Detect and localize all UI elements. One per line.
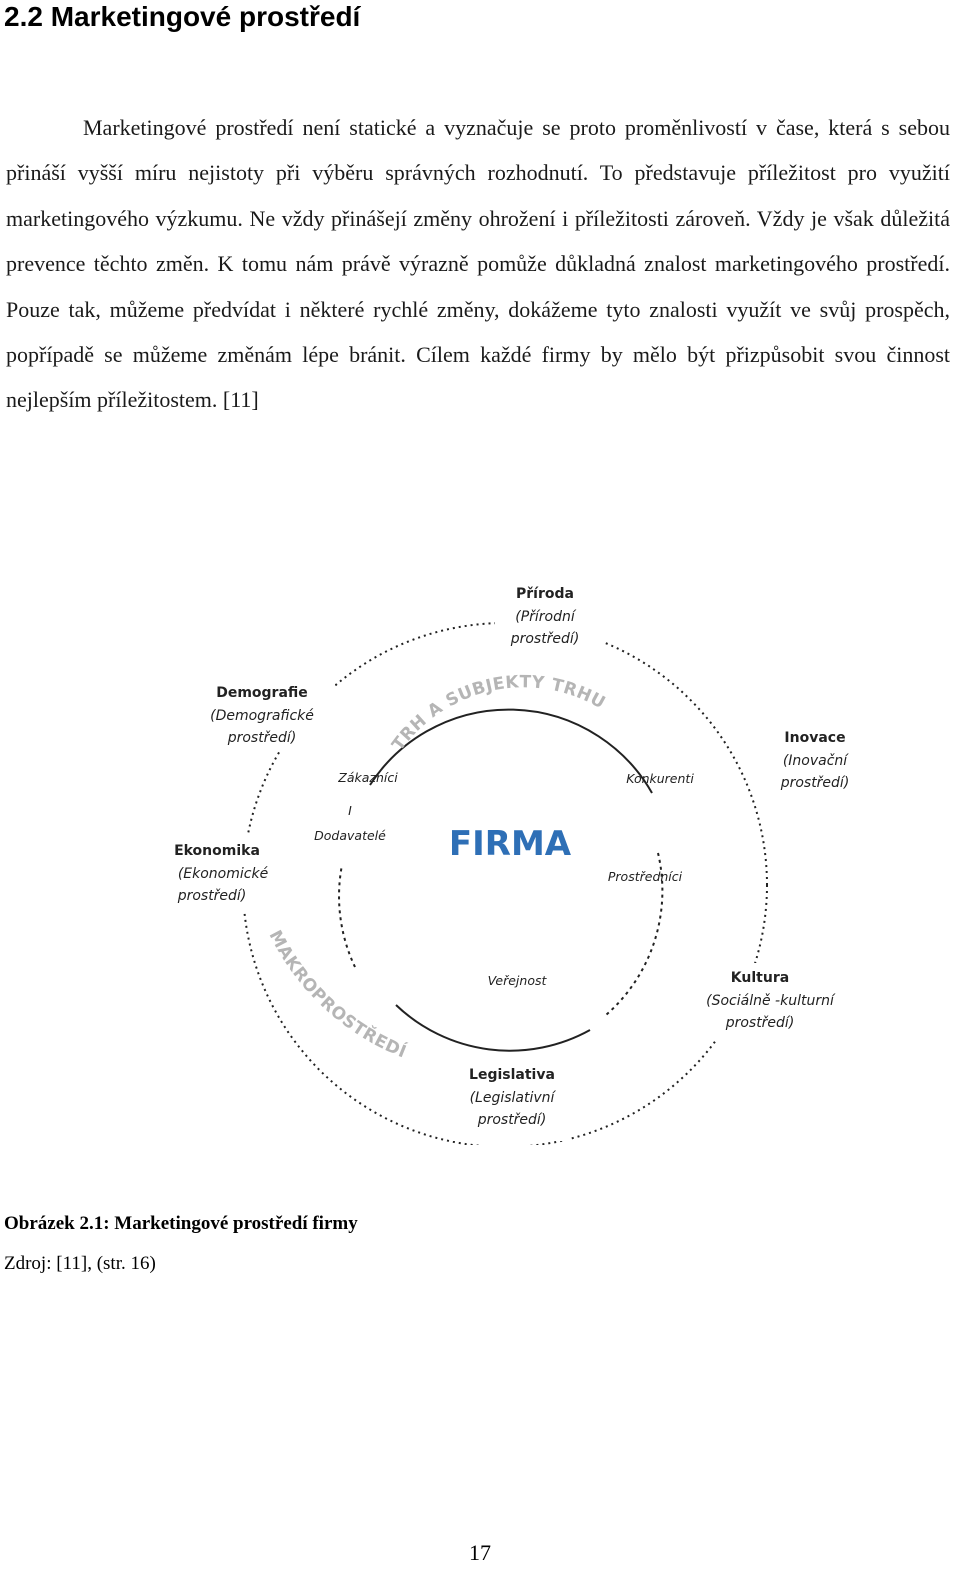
outer-ring-label: MAKROPROSTŘEDÍ — [265, 927, 410, 1062]
factor-kultura: Kultura (Sociálně -kulturní prostředí) — [706, 970, 836, 1031]
factor-priroda: Příroda (Přírodní prostředí) — [510, 586, 580, 647]
factor-inovace: Inovace (Inovační prostředí) — [780, 730, 850, 791]
subject-verejnost: Veřejnost — [488, 973, 548, 988]
factor-ekonomika: Ekonomika (Ekonomické prostředí) — [174, 843, 268, 904]
inner-ring-arc-top — [369, 708, 653, 794]
factor-subtitle: (Ekonomické — [178, 866, 269, 882]
factor-legislativa: Legislativa (Legislativní prostředí) — [469, 1067, 556, 1128]
inner-ring-arc-left — [338, 864, 356, 968]
subject-konkurenti: Konkurenti — [626, 771, 694, 786]
subject-zakaznici: Zákazníci — [337, 770, 398, 785]
factor-subtitle: prostředí) — [477, 1112, 547, 1128]
inner-ring-arc-bottom — [395, 1004, 591, 1052]
marketing-environment-diagram: TRH A SUBJEKTY TRHU MAKROPROSTŘEDÍ FIRMA… — [150, 565, 850, 1145]
factor-demografie: Demografie (Demografické prostředí) — [210, 685, 314, 746]
factor-subtitle: prostředí) — [510, 631, 580, 647]
factor-subtitle: prostředí) — [780, 775, 850, 791]
inner-ring-arc-right — [605, 852, 664, 1016]
subject-prostrednici: Prostředníci — [608, 869, 683, 884]
subject-separator: I — [348, 803, 352, 818]
firma-label: FIRMA — [449, 824, 572, 864]
inner-ring-label: TRH A SUBJEKTY TRHU — [388, 672, 608, 754]
factor-subtitle: (Legislativní — [470, 1090, 557, 1106]
factor-subtitle: prostředí) — [177, 888, 247, 904]
factor-subtitle: (Přírodní — [515, 609, 577, 625]
figure-source: Zdroj: [11], (str. 16) — [4, 1253, 156, 1274]
page-number: 17 — [469, 1540, 491, 1565]
factor-subtitle: prostředí) — [227, 730, 297, 746]
factor-title: Inovace — [784, 730, 845, 746]
factor-title: Demografie — [216, 685, 308, 701]
factor-subtitle: (Sociálně -kulturní — [706, 993, 836, 1009]
figure-caption: Obrázek 2.1: Marketingové prostředí firm… — [4, 1213, 358, 1234]
factor-title: Kultura — [731, 970, 789, 986]
factor-subtitle: prostředí) — [725, 1015, 795, 1031]
factor-title: Příroda — [516, 586, 574, 602]
paragraph-text: Marketingové prostředí není statické a v… — [6, 115, 950, 413]
factor-subtitle: (Demografické — [210, 708, 314, 724]
subject-dodavatele: Dodavatelé — [314, 828, 386, 843]
factor-title: Ekonomika — [174, 843, 260, 859]
section-heading: 2.2 Marketingové prostředí — [4, 1, 361, 32]
factor-subtitle: (Inovační — [783, 753, 849, 769]
factor-title: Legislativa — [469, 1067, 555, 1083]
body-paragraph: Marketingové prostředí není statické a v… — [6, 105, 950, 423]
